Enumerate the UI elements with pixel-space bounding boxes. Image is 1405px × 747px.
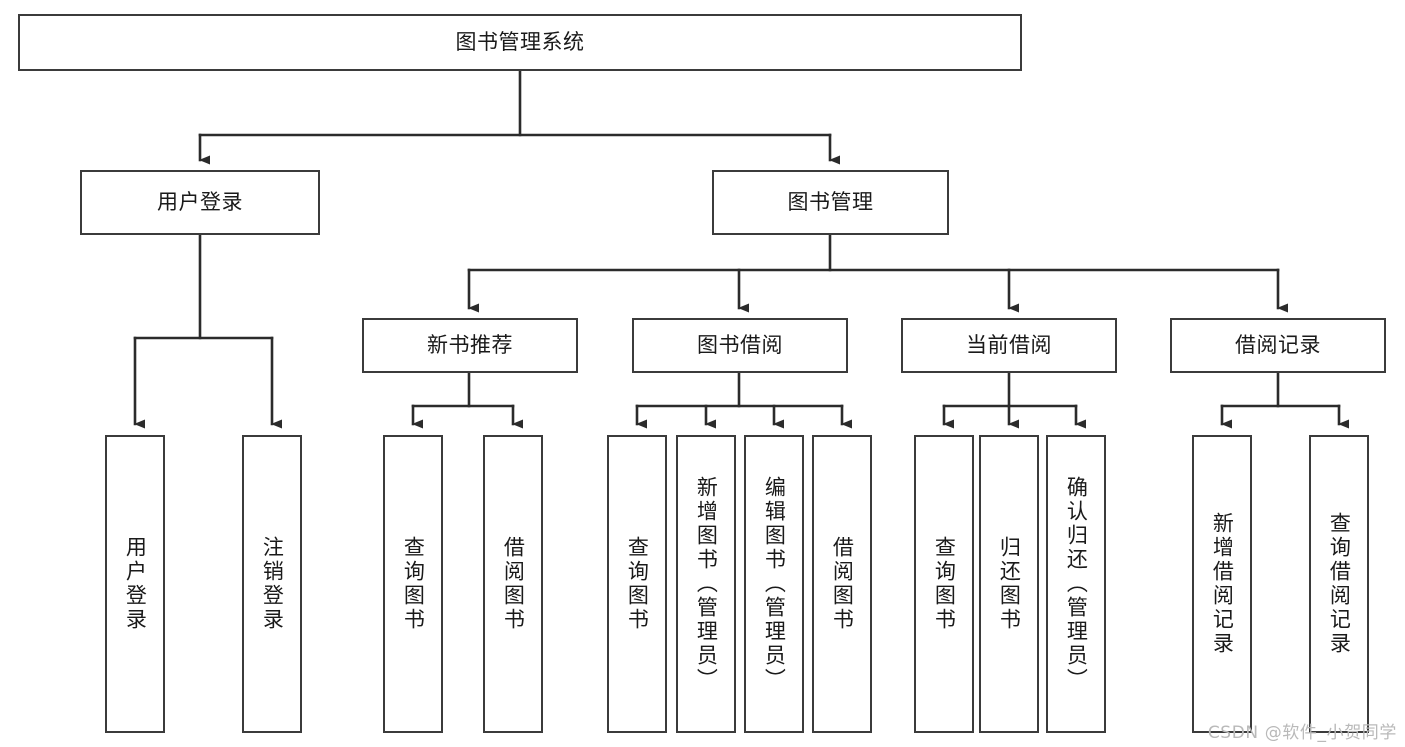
leaf-current-borrow-query-book[interactable]: 查询图书 bbox=[914, 435, 974, 733]
node-label: 注销登录 bbox=[260, 536, 285, 632]
node-label: 编辑图书（管理员） bbox=[762, 476, 787, 692]
node-label: 新增图书（管理员） bbox=[694, 476, 719, 692]
leaf-current-borrow-return-book[interactable]: 归还图书 bbox=[979, 435, 1039, 733]
leaf-borrow-record-add-record[interactable]: 新增借阅记录 bbox=[1192, 435, 1252, 733]
node-label: 新增借阅记录 bbox=[1210, 512, 1235, 656]
node-new-book-recommend[interactable]: 新书推荐 bbox=[362, 318, 578, 373]
node-label: 归还图书 bbox=[997, 536, 1022, 632]
leaf-new-book-query-book[interactable]: 查询图书 bbox=[383, 435, 443, 733]
watermark-text: CSDN @软件_小贺同学 bbox=[1207, 723, 1397, 743]
node-user-login[interactable]: 用户登录 bbox=[80, 170, 320, 235]
leaf-user-login-logout[interactable]: 注销登录 bbox=[242, 435, 302, 733]
node-current-borrow[interactable]: 当前借阅 bbox=[901, 318, 1117, 373]
leaf-book-borrow-edit-book-admin[interactable]: 编辑图书（管理员） bbox=[744, 435, 804, 733]
node-root-book-management-system[interactable]: 图书管理系统 bbox=[18, 14, 1022, 71]
node-borrow-record[interactable]: 借阅记录 bbox=[1170, 318, 1386, 373]
leaf-current-borrow-confirm-return-admin[interactable]: 确认归还（管理员） bbox=[1046, 435, 1106, 733]
node-label: 图书管理系统 bbox=[455, 30, 585, 55]
leaf-book-borrow-query-book[interactable]: 查询图书 bbox=[607, 435, 667, 733]
leaf-book-borrow-borrow-book[interactable]: 借阅图书 bbox=[812, 435, 872, 733]
node-label: 借阅图书 bbox=[501, 536, 526, 632]
node-label: 查询图书 bbox=[932, 536, 957, 632]
node-label: 查询借阅记录 bbox=[1327, 512, 1352, 656]
leaf-book-borrow-add-book-admin[interactable]: 新增图书（管理员） bbox=[676, 435, 736, 733]
node-book-management[interactable]: 图书管理 bbox=[712, 170, 949, 235]
leaf-user-login-login[interactable]: 用户登录 bbox=[105, 435, 165, 733]
node-label: 查询图书 bbox=[625, 536, 650, 632]
node-label: 图书管理 bbox=[787, 190, 874, 215]
node-label: 用户登录 bbox=[123, 536, 148, 632]
node-label: 借阅图书 bbox=[830, 536, 855, 632]
leaf-new-book-borrow-book[interactable]: 借阅图书 bbox=[483, 435, 543, 733]
node-label: 新书推荐 bbox=[427, 333, 513, 358]
node-label: 用户登录 bbox=[157, 190, 243, 215]
node-label: 借阅记录 bbox=[1235, 333, 1321, 358]
node-book-borrow[interactable]: 图书借阅 bbox=[632, 318, 848, 373]
node-label: 当前借阅 bbox=[966, 333, 1052, 358]
node-label: 查询图书 bbox=[401, 536, 426, 632]
leaf-borrow-record-query-record[interactable]: 查询借阅记录 bbox=[1309, 435, 1369, 733]
node-label: 图书借阅 bbox=[697, 333, 783, 358]
node-label: 确认归还（管理员） bbox=[1064, 476, 1089, 692]
